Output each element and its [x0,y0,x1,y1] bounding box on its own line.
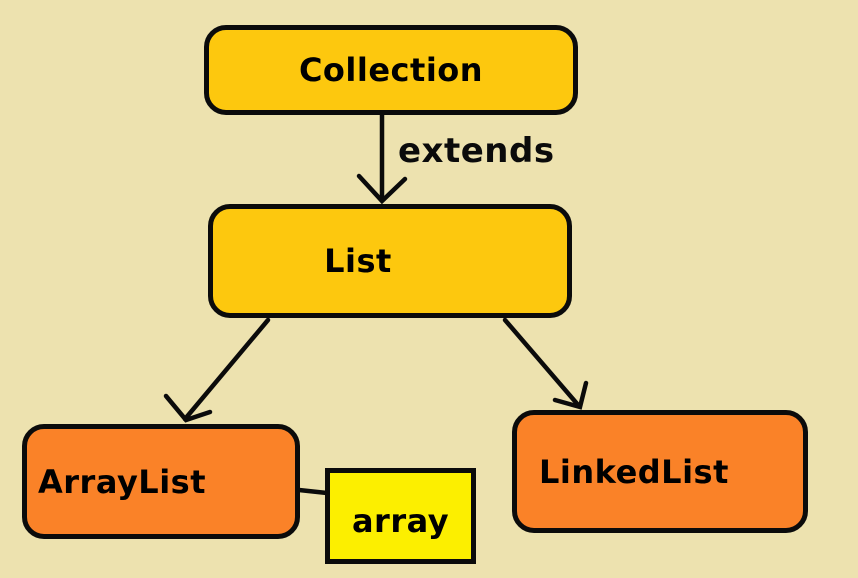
node-array: array [325,468,476,564]
node-collection-label: Collection [298,51,484,89]
edge-label-extends: extends [398,131,555,171]
node-collection: Collection [204,25,578,115]
edge-arraylist-array [296,487,330,496]
node-linkedlist-label: LinkedList [539,452,729,491]
node-array-label: array [351,502,450,540]
node-arraylist: ArrayList [22,424,300,539]
edge-list-linkedlist [502,317,589,410]
node-arraylist-label: ArrayList [38,462,206,501]
node-list: List [208,204,572,318]
node-linkedlist: LinkedList [512,410,808,533]
edge-list-arraylist [163,317,271,423]
node-list-label: List [324,242,392,280]
